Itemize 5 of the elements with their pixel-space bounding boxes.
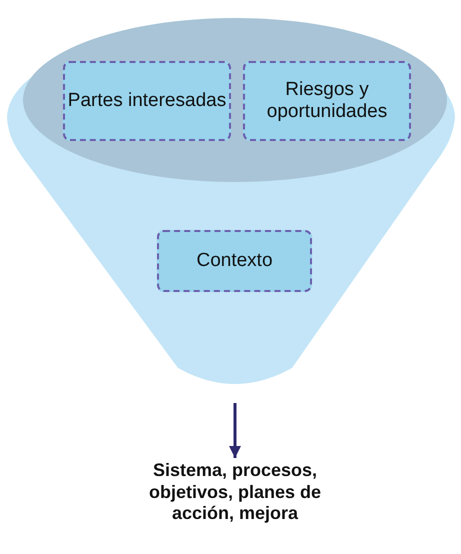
dashed-box: Contexto xyxy=(157,230,312,292)
output-text: Sistema, procesos, objetivos, planes de acción, mejora xyxy=(120,460,350,550)
arrow xyxy=(229,403,241,458)
dashed-box: Riesgos y oportunidades xyxy=(243,61,411,141)
dashed-box: Partes interesadas xyxy=(63,61,231,141)
